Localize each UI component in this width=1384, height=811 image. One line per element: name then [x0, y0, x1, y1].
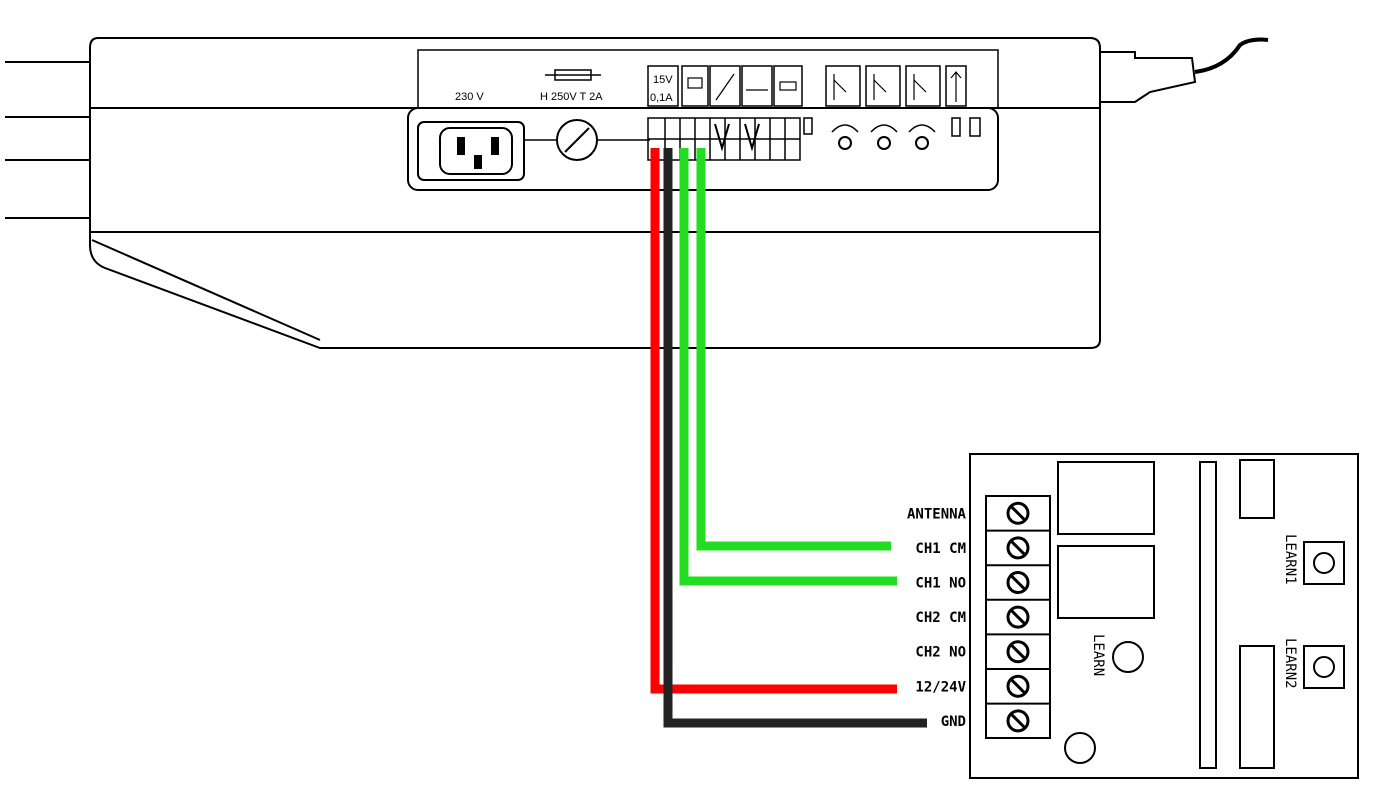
terminal-screw-slot	[1009, 574, 1027, 591]
trim-pot	[838, 136, 852, 150]
terminal-labels: ANTENNA CH1 CM CH1 NO CH2 CM CH2 NO 12/24V GND	[907, 506, 967, 730]
speed-icon-box	[905, 65, 941, 107]
opener-unit	[5, 37, 1269, 349]
terminal-label: CH2 NO	[915, 645, 966, 661]
terminal-screw	[1006, 640, 1030, 664]
force-icon-box	[945, 65, 967, 107]
wire-ch1-cm-green	[696, 148, 891, 551]
limit-close-icon-box	[865, 65, 901, 107]
capacitor-component	[1239, 645, 1275, 769]
terminal-screw	[1006, 709, 1030, 733]
relay-2	[1057, 545, 1155, 619]
learn2-button	[1303, 645, 1345, 689]
output-rating-line2: 0,1A	[650, 92, 673, 104]
terminal-screw-slot	[1009, 712, 1027, 729]
switch-symbol	[744, 123, 760, 152]
door-icon-box	[773, 65, 803, 107]
learn1-button	[1303, 541, 1345, 585]
terminal-label: GND	[941, 714, 966, 730]
terminal-screw	[1006, 571, 1030, 594]
learn1-label: LEARN1	[1282, 534, 1298, 585]
terminal-screw	[1006, 536, 1030, 560]
switch-symbol	[714, 123, 730, 152]
output-rating-line1: 15V	[653, 74, 673, 86]
terminal-label: 12/24V	[915, 679, 966, 695]
housing-bevel	[91, 239, 321, 341]
terminal-screw	[1006, 501, 1030, 525]
learn-label: LEARN	[1090, 634, 1106, 676]
terminal-screw	[1006, 605, 1030, 629]
terminal-label: ANTENNA	[907, 506, 967, 522]
wire-ch1-no-green	[679, 148, 897, 586]
label-plate	[417, 49, 999, 109]
terminal-screw-slot	[1009, 609, 1027, 626]
antenna-strip	[1199, 461, 1217, 769]
learn-button	[1112, 641, 1144, 673]
dip-switch	[951, 117, 961, 137]
terminal-screw	[1006, 674, 1030, 698]
terminal-screw-slot	[1009, 505, 1027, 522]
wires	[650, 148, 927, 728]
receiver-board	[969, 453, 1359, 779]
learn1-button-cap	[1313, 552, 1335, 574]
dip-switch	[969, 117, 981, 137]
wire-power-red	[650, 148, 897, 694]
socket-pin	[491, 137, 499, 155]
terminal-label: CH2 CM	[915, 610, 966, 626]
relay-1	[1057, 461, 1155, 535]
terminal-screw-slot	[1009, 539, 1027, 556]
receiver-outline	[969, 453, 1359, 779]
mount-hole	[1064, 732, 1096, 764]
power-cable	[1194, 37, 1269, 74]
fuse-holder	[556, 119, 598, 161]
terminal-jumper	[803, 117, 813, 135]
output-rating-box	[647, 65, 679, 107]
socket-pin	[474, 155, 482, 169]
warning-light-icon-box	[709, 65, 741, 107]
fuse-label: H 250V T 2A	[540, 91, 603, 103]
terminal-label: CH1 NO	[915, 576, 966, 592]
learn2-button-cap	[1313, 656, 1335, 678]
power-socket	[417, 121, 525, 181]
button-icon-box	[741, 65, 773, 107]
chip-component	[1239, 459, 1275, 519]
voltage-label: 230 V	[455, 91, 484, 103]
limit-open-icon-box	[825, 65, 861, 107]
cable-gland	[1100, 51, 1197, 103]
terminal-screws	[986, 501, 1050, 733]
trim-pot	[877, 136, 891, 150]
trim-pot	[915, 136, 929, 150]
terminal-screw-slot	[1009, 678, 1027, 695]
wire-ground-black	[663, 148, 927, 728]
housing-outline	[89, 37, 1101, 349]
power-socket-inner	[439, 127, 513, 175]
light-icon-box	[681, 65, 709, 107]
learn2-label: LEARN2	[1282, 638, 1298, 689]
terminal-screw-slot	[1009, 643, 1027, 660]
socket-pin	[457, 137, 465, 155]
fuse-slot	[564, 127, 590, 153]
terminal-label: CH1 CM	[915, 541, 966, 557]
